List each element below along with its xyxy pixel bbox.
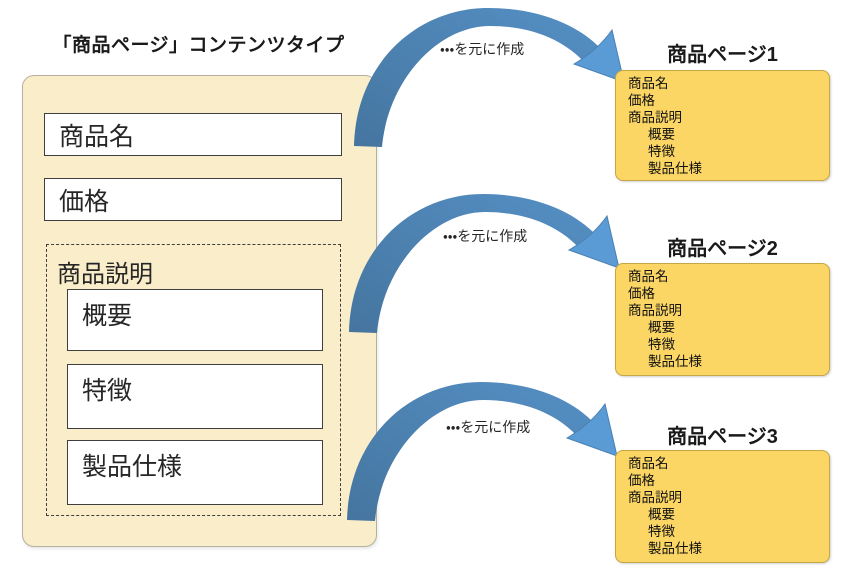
page-field-line: 特徴 <box>648 337 675 352</box>
page-field-line: 商品名 <box>628 456 669 471</box>
page-field-line: 製品仕様 <box>648 541 702 556</box>
page-field-line: 商品説明 <box>628 110 682 125</box>
page-title-2: 商品ページ2 <box>667 238 778 260</box>
field-product-name: 商品名 <box>44 113 342 156</box>
field-price-label: 価格 <box>59 187 110 216</box>
content-type-title: 「商品ページ」コンテンツタイプ <box>52 35 345 56</box>
product-page-card-2: 商品名 価格 商品説明 概要 特徴 製品仕様 <box>615 263 830 376</box>
field-features-label: 特徴 <box>82 377 133 405</box>
field-product-name-label: 商品名 <box>59 122 135 151</box>
content-type-panel: 商品名 価格 商品説明 概要 特徴 製品仕様 <box>22 75 377 547</box>
product-page-card-1: 商品名 価格 商品説明 概要 特徴 製品仕様 <box>615 70 830 181</box>
field-overview-label: 概要 <box>82 302 133 330</box>
page-field-line: 価格 <box>628 473 655 488</box>
field-group-product-description: 商品説明 概要 特徴 製品仕様 <box>46 244 341 516</box>
page-field-line: 価格 <box>628 286 655 301</box>
page-field-line: 特徴 <box>648 524 675 539</box>
field-specs-label: 製品仕様 <box>82 453 183 481</box>
page-field-line: 特徴 <box>648 144 675 159</box>
page-field-line: 商品説明 <box>628 303 682 318</box>
page-field-line: 概要 <box>648 320 675 335</box>
curved-arrow-icon <box>348 193 620 334</box>
page-title-3: 商品ページ3 <box>667 426 778 448</box>
curved-arrow-icon <box>346 381 618 522</box>
field-price: 価格 <box>44 178 342 221</box>
page-field-line: 製品仕様 <box>648 354 702 369</box>
page-field-line: 商品名 <box>628 269 669 284</box>
page-field-line: 製品仕様 <box>648 161 702 176</box>
field-overview: 概要 <box>67 289 323 351</box>
curved-arrow-icon <box>353 7 625 148</box>
page-field-line: 商品説明 <box>628 490 682 505</box>
page-field-line: 概要 <box>648 507 675 522</box>
arrow-caption: ・・・を元に作成 <box>446 419 531 435</box>
field-specs: 製品仕様 <box>67 440 323 505</box>
arrow-caption: ・・・を元に作成 <box>443 228 528 244</box>
field-group-label: 商品説明 <box>57 261 153 288</box>
page-field-line: 商品名 <box>628 76 669 91</box>
product-page-card-3: 商品名 価格 商品説明 概要 特徴 製品仕様 <box>615 450 830 563</box>
arrow-caption: ・・・を元に作成 <box>440 41 525 57</box>
page-field-line: 価格 <box>628 93 655 108</box>
page-title-1: 商品ページ1 <box>667 44 778 66</box>
page-field-line: 概要 <box>648 127 675 142</box>
field-features: 特徴 <box>67 364 323 429</box>
